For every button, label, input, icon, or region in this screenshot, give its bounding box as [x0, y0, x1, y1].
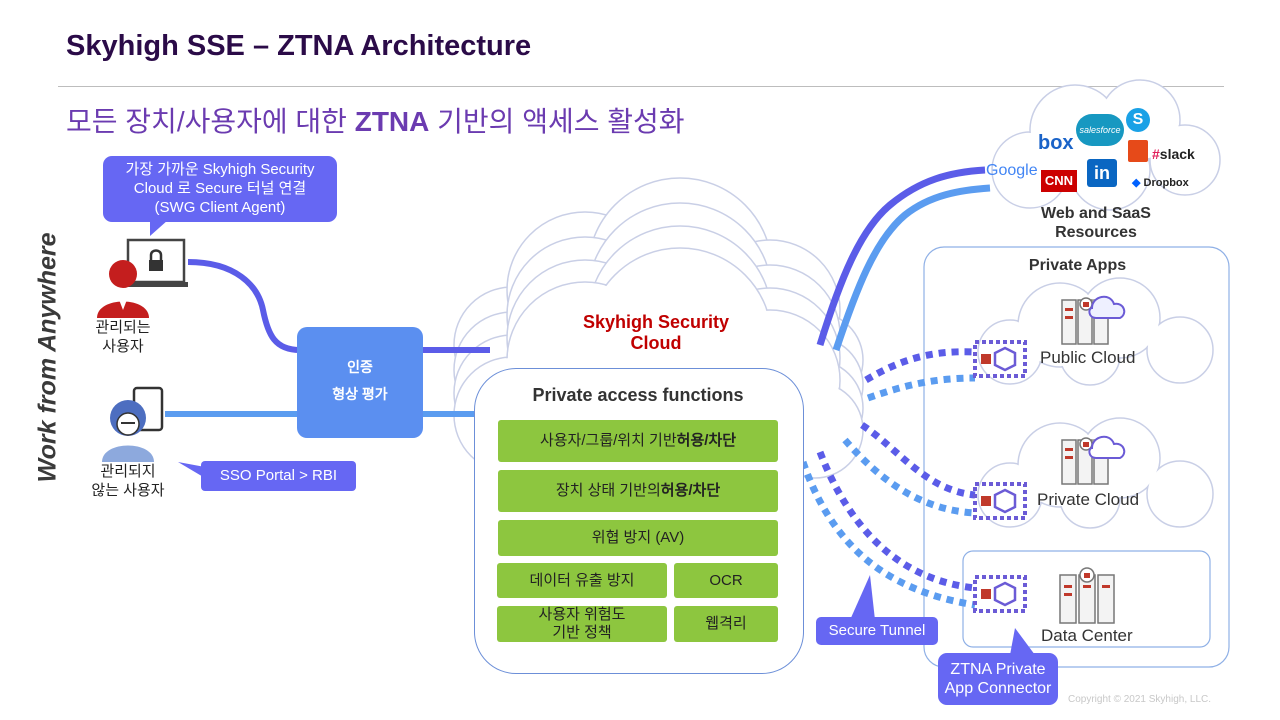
unmanaged-user-label: 관리되지 않는 사용자: [78, 462, 178, 500]
skype-icon: S: [1126, 108, 1150, 132]
slack-icon: #: [1152, 146, 1160, 162]
connector-callout: ZTNA Private App Connector: [938, 653, 1058, 705]
title-divider: [58, 86, 1224, 87]
agent-callout: 가장 가까운 Skyhigh Security Cloud 로 Secure 터…: [103, 156, 337, 222]
unmanaged-user-line1: 관리되지: [100, 463, 156, 480]
function-1-text: 사용자/그룹/위치 기반: [539, 432, 677, 449]
office-icon: [1128, 140, 1148, 162]
google-logo: Google: [986, 162, 1038, 179]
tunnel-public-light: [866, 374, 976, 402]
tunnel-bubble-tail: [850, 575, 875, 620]
agent-callout-line2: Cloud 로 Secure 터널 연결: [133, 180, 307, 197]
connector-bubble-tail: [1010, 628, 1035, 655]
data-center-label: Data Center: [1041, 626, 1133, 645]
cnn-logo: CNN: [1041, 170, 1077, 192]
saas-label-line1: Web and SaaS: [1041, 205, 1151, 222]
dropbox-logo: ◆ Dropbox: [1132, 176, 1189, 189]
laptop-lock-icon: [124, 238, 188, 287]
tunnel-dc-light: [799, 460, 976, 609]
tunnel-private-light: [842, 437, 976, 517]
slack-logo-text: slack: [1159, 146, 1195, 162]
managed-user-line2: 사용자: [102, 338, 144, 355]
function-user-group-location: 사용자/그룹/위치 기반 허용/차단: [498, 420, 778, 462]
function-device-posture: 장치 상태 기반의 허용/차단: [498, 470, 778, 512]
slack-logo: #slack: [1152, 146, 1195, 162]
posture-label: 형상 평가: [332, 386, 388, 402]
dropbox-logo-text: Dropbox: [1143, 177, 1189, 189]
saas-label-line2: Resources: [1055, 224, 1137, 241]
salesforce-logo-text: salesforce: [1079, 125, 1121, 135]
function-dlp: 데이터 유출 방지: [497, 563, 667, 598]
secure-tunnel-callout: Secure Tunnel: [816, 617, 938, 645]
page-title: Skyhigh SSE – ZTNA Architecture: [66, 30, 532, 62]
connector-callout-line1: ZTNA Private: [950, 661, 1046, 678]
connector-icons: [973, 340, 1027, 613]
auth-label: 인증: [347, 359, 373, 375]
unmanaged-user-icon: [102, 400, 154, 462]
salesforce-logo: salesforce: [1076, 114, 1124, 146]
function-user-risk: 사용자 위험도 기반 정책: [497, 606, 667, 642]
function-web-isolation: 웹격리: [674, 606, 778, 642]
function-ocr: OCR: [674, 563, 778, 598]
private-apps-label: Private Apps: [1028, 257, 1127, 274]
subtitle-highlight: ZTNA: [354, 106, 430, 137]
private-cloud-label: Private Cloud: [1037, 490, 1140, 509]
function-6-line1: 사용자 위험도: [538, 606, 626, 623]
dropbox-icon: ◆: [1132, 177, 1141, 189]
managed-user-connection: [187, 259, 301, 353]
subtitle-suffix: 기반의 액세스 활성화: [429, 106, 685, 137]
managed-user-line1: 관리되는: [95, 319, 151, 336]
unmanaged-user-line2: 않는 사용자: [91, 482, 165, 499]
private-apps-container: [923, 246, 1230, 668]
auth-posture-box: 인증 형상 평가: [297, 327, 423, 438]
cnn-logo-text: CNN: [1044, 173, 1074, 188]
skyhigh-cloud-title: Skyhigh Security Cloud: [560, 312, 752, 354]
private-access-heading: Private access functions: [532, 385, 744, 405]
tunnel-private-dark: [860, 422, 976, 499]
managed-user-icon: [97, 260, 149, 318]
skyhigh-cloud-title-line2: Cloud: [630, 333, 682, 353]
page-subtitle: 모든 장치/사용자에 대한 ZTNA 기반의 액세스 활성화: [66, 100, 685, 140]
function-2-bold: 허용/차단: [660, 482, 721, 499]
function-1-bold: 허용/차단: [676, 432, 737, 449]
subtitle-prefix: 모든 장치/사용자에 대한: [66, 106, 355, 137]
sso-callout: SSO Portal > RBI: [201, 461, 356, 491]
box-logo: box: [1038, 132, 1074, 154]
tunnel-dc-dark: [816, 450, 976, 592]
linkedin-logo: in: [1087, 159, 1117, 187]
saas-label: Web and SaaS Resources: [1016, 204, 1176, 242]
skyhigh-cloud-title-line1: Skyhigh Security: [582, 312, 730, 332]
managed-user-label: 관리되는 사용자: [73, 318, 173, 356]
public-cloud-label: Public Cloud: [1040, 348, 1136, 367]
function-6-line2: 기반 정책: [552, 624, 612, 641]
tunnel-public-dark: [864, 348, 976, 384]
copyright-notice: Copyright © 2021 Skyhigh, LLC.: [1068, 694, 1212, 705]
sso-bubble-tail: [178, 462, 205, 478]
agent-bubble-tail: [150, 220, 168, 236]
agent-callout-line3: (SWG Client Agent): [154, 199, 286, 216]
function-threat-protection: 위협 방지 (AV): [498, 520, 778, 556]
work-from-anywhere-label: Work from Anywhere: [33, 232, 62, 483]
connector-callout-line2: App Connector: [944, 680, 1052, 697]
agent-callout-line1: 가장 가까운 Skyhigh Security: [125, 161, 315, 178]
saas-tunnel-dark: [816, 166, 986, 347]
saas-tunnel-light: [832, 184, 991, 352]
function-2-text: 장치 상태 기반의: [555, 482, 661, 499]
linkedin-logo-text: in: [1094, 163, 1110, 183]
server-icons: [1059, 295, 1126, 624]
